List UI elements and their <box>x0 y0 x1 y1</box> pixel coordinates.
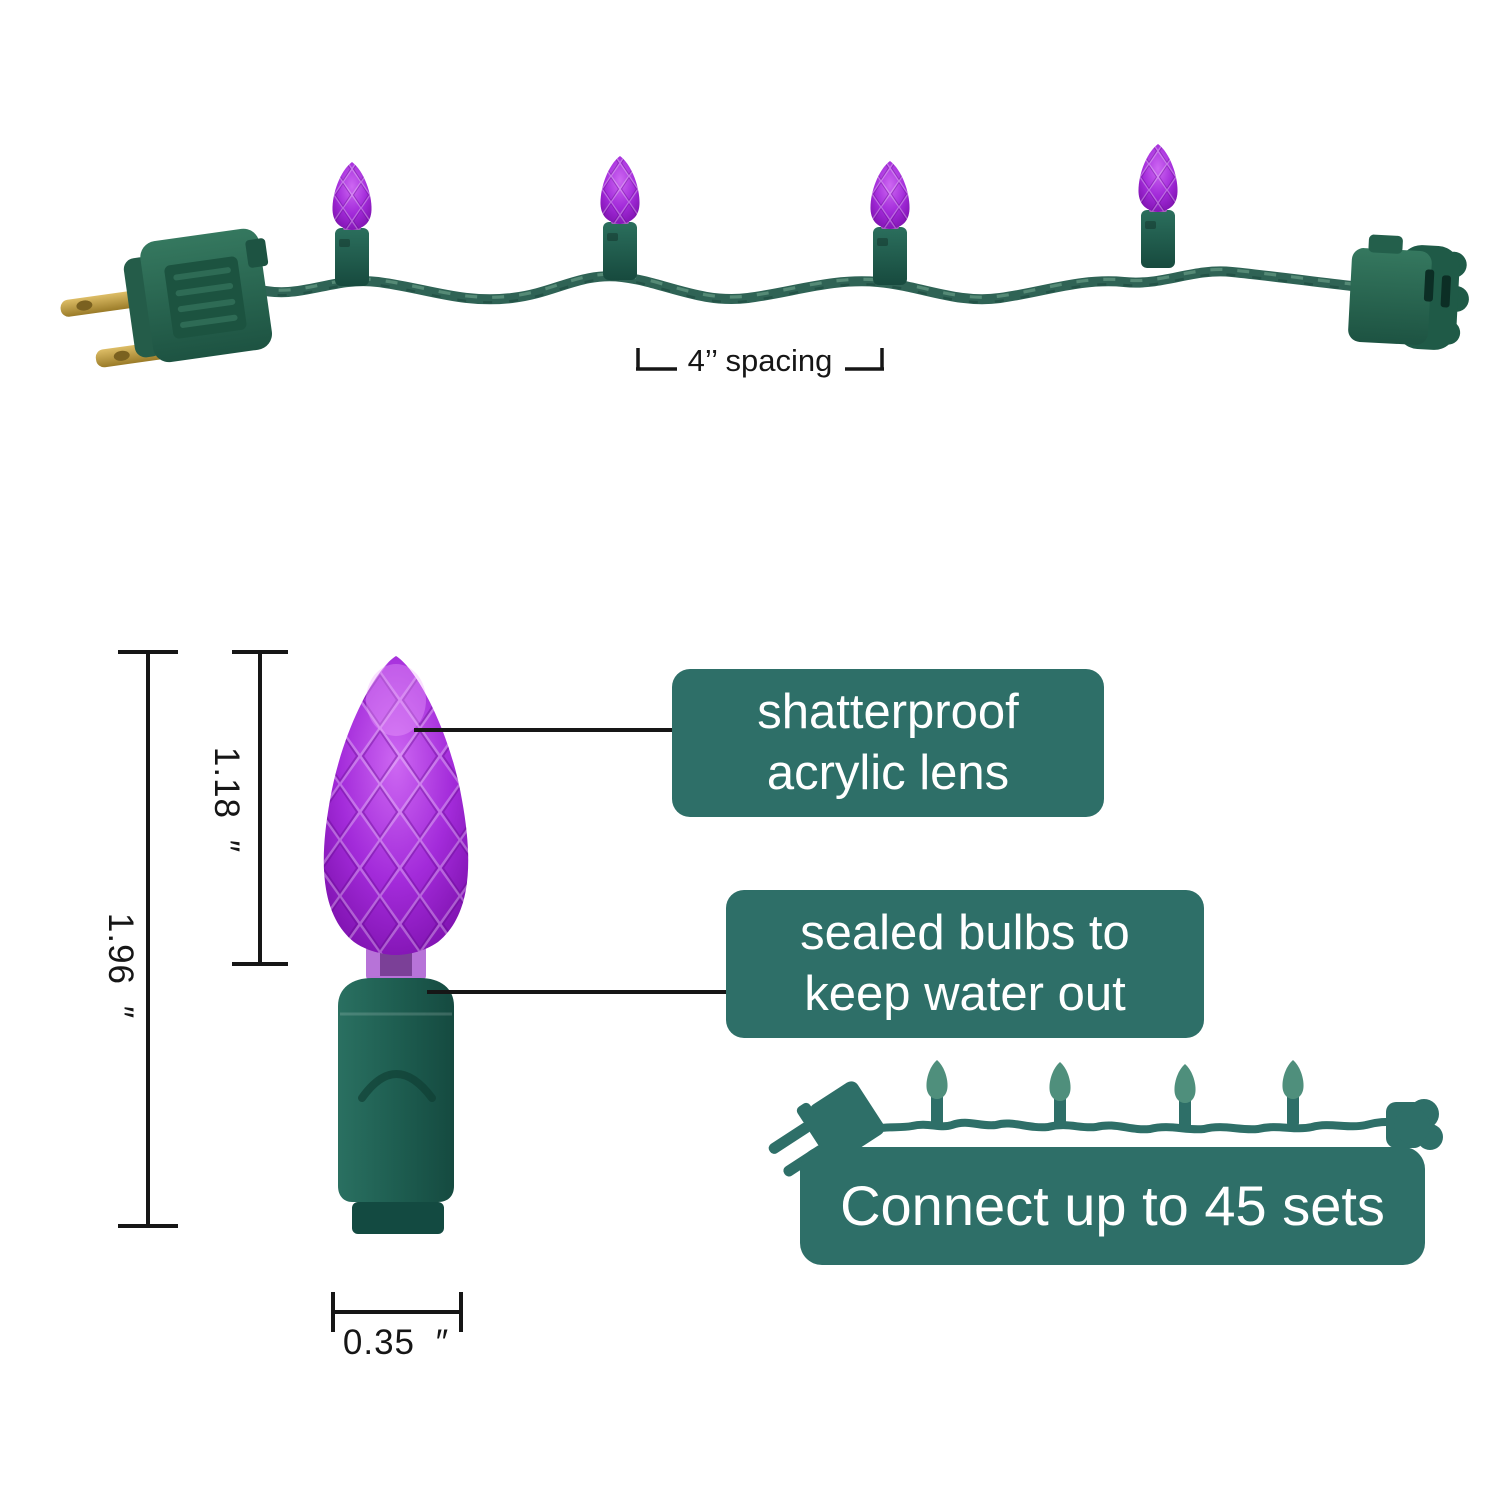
silhouette-bulb-icon <box>1049 1062 1071 1128</box>
callout-box-connect-sets: Connect up to 45 sets <box>800 1147 1425 1265</box>
silhouette-connector-icon <box>1386 1099 1443 1150</box>
spacing-brackets <box>636 348 884 371</box>
led-bulb-icon <box>870 161 910 285</box>
silhouette-bulb-icon <box>1174 1064 1196 1130</box>
callout-lines <box>414 728 746 994</box>
female-connector-icon <box>1348 234 1469 350</box>
big-bulb-illustration <box>323 656 469 1234</box>
dimension-line-lens-height <box>232 650 288 966</box>
string-wire <box>247 266 1357 305</box>
dimension-lines <box>118 650 463 1332</box>
silhouette-wire <box>858 1117 1402 1138</box>
callout-box-sealed-bulbs: sealed bulbs to keep water out <box>726 890 1204 1038</box>
led-bulb-icon <box>1138 144 1178 268</box>
led-bulb-icon <box>600 156 640 280</box>
male-plug-icon <box>60 228 273 368</box>
silhouette-bulb-icon <box>1282 1060 1304 1126</box>
callout-lens-line1: shatterproof <box>757 685 1019 739</box>
dimension-label-overall-height: 1.96 ″ <box>101 912 140 1020</box>
callout-box-shatterproof: shatterproof acrylic lens <box>672 669 1104 817</box>
dimension-line-base-width <box>331 1292 463 1332</box>
callout-seal-line1: sealed bulbs to <box>800 906 1130 960</box>
spacing-label: 4’’ spacing <box>687 343 833 378</box>
led-bulb-icon <box>332 162 372 286</box>
callout-connect-label: Connect up to 45 sets <box>840 1174 1385 1237</box>
callout-seal-line2: keep water out <box>804 967 1126 1021</box>
dimension-label-base-width: 0.35 ″ <box>342 1323 450 1362</box>
spacing-bracket-right <box>845 348 884 371</box>
silhouette-bulb-icon <box>926 1060 948 1126</box>
dimension-line-overall-height <box>118 650 178 1228</box>
spacing-bracket-left <box>636 348 677 371</box>
dimension-label-lens-height: 1.18 ″ <box>207 746 246 854</box>
callout-lens-line2: acrylic lens <box>766 746 1010 800</box>
